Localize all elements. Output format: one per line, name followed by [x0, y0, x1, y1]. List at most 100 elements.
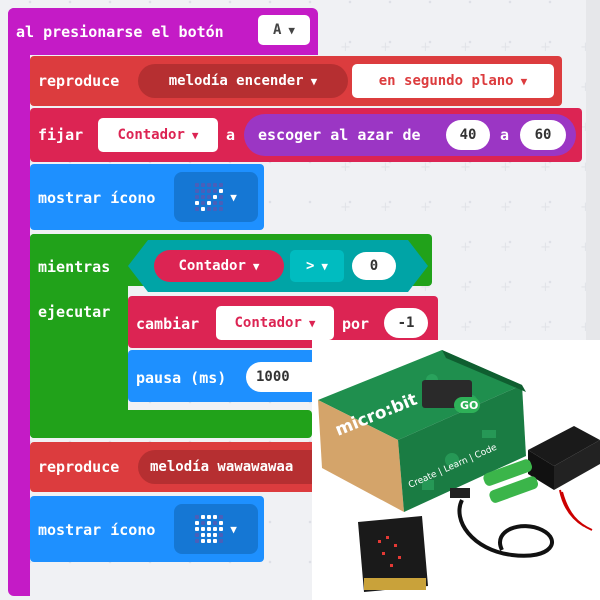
- grid-marker: +: [460, 200, 471, 215]
- chevron-down-icon: ▼: [230, 190, 237, 204]
- grid-marker: +: [580, 80, 591, 95]
- led-cell: [201, 527, 206, 531]
- pause-value: 1000: [256, 369, 290, 385]
- play-verb: reproduce: [38, 72, 120, 90]
- led-cell: [201, 195, 206, 199]
- variable-value: Contador: [117, 127, 185, 143]
- do-label: ejecutar: [38, 303, 111, 321]
- led-cell: [219, 183, 224, 187]
- led-cell: [207, 207, 212, 211]
- grid-marker: +: [540, 40, 551, 55]
- led-cell: [195, 533, 200, 537]
- vertical-scrollbar[interactable]: [586, 0, 600, 340]
- led-cell: [207, 521, 212, 525]
- play-mode-value: en segundo plano: [378, 73, 514, 89]
- led-cell: [207, 539, 212, 543]
- led-cell: [219, 195, 224, 199]
- grid-marker: +: [460, 40, 471, 55]
- event-label: al presionarse el botón: [16, 23, 224, 41]
- led-cell: [207, 183, 212, 187]
- led-cell: [219, 527, 224, 531]
- random-min-input[interactable]: 40: [446, 120, 490, 150]
- led-cell: [207, 189, 212, 193]
- chevron-down-icon: ▼: [310, 74, 318, 88]
- led-cell: [195, 201, 200, 205]
- led-cell: [207, 533, 212, 537]
- show-icon-label: mostrar ícono: [38, 189, 156, 207]
- play-mode-dropdown[interactable]: en segundo plano ▼: [352, 64, 554, 98]
- variable-dropdown[interactable]: Contador ▼: [98, 118, 218, 152]
- grid-marker: +: [460, 320, 471, 335]
- chevron-down-icon: ▼: [230, 522, 237, 536]
- change-variable-dropdown[interactable]: Contador ▼: [216, 306, 334, 340]
- operator-value: >: [305, 258, 315, 274]
- operator-dropdown[interactable]: > ▼: [290, 250, 344, 282]
- while-loop-body: [30, 234, 128, 438]
- led-cell: [213, 189, 218, 193]
- led-cell: [207, 195, 212, 199]
- led-cell: [219, 201, 224, 205]
- led-cell: [213, 539, 218, 543]
- led-cell: [195, 521, 200, 525]
- led-cell: [213, 201, 218, 205]
- chevron-down-icon: ▼: [308, 316, 316, 330]
- grid-marker: +: [540, 200, 551, 215]
- melody-dropdown-2[interactable]: melodía wawawawaa: [138, 450, 338, 484]
- change-variable-value: Contador: [234, 315, 302, 331]
- led-cell: [213, 183, 218, 187]
- change-amount-input[interactable]: -1: [384, 308, 428, 338]
- led-cell: [195, 183, 200, 187]
- grid-marker: +: [420, 160, 431, 175]
- led-cell: [207, 201, 212, 205]
- play-verb-2: reproduce: [38, 458, 120, 476]
- change-amount-value: -1: [397, 315, 415, 331]
- pause-label: pausa (ms): [136, 369, 227, 387]
- while-loop-footer: [30, 410, 312, 438]
- random-max-input[interactable]: 60: [520, 120, 566, 150]
- led-cell: [219, 207, 224, 211]
- grid-marker: +: [340, 40, 351, 55]
- led-cell: [201, 539, 206, 543]
- grid-marker: +: [340, 200, 351, 215]
- random-max-value: 60: [534, 127, 552, 143]
- change-by-label: por: [342, 315, 370, 333]
- compare-variable-value: Contador: [178, 258, 246, 274]
- grid-marker: +: [580, 320, 591, 335]
- box-edition-text: GO: [460, 399, 478, 412]
- while-label: mientras: [38, 258, 111, 276]
- led-cell: [195, 207, 200, 211]
- compare-variable-dropdown[interactable]: Contador ▼: [154, 250, 284, 282]
- chevron-down-icon: ▼: [321, 259, 329, 273]
- button-dropdown[interactable]: A ▼: [258, 15, 310, 45]
- microbit-go-product-photo: GO micro:bit Create | Learn | Code: [312, 340, 600, 600]
- led-cell: [213, 207, 218, 211]
- grid-marker: +: [460, 160, 471, 175]
- icon-dropdown-yes[interactable]: ▼: [174, 172, 258, 222]
- led-cell: [195, 515, 200, 519]
- compare-value-input[interactable]: 0: [352, 252, 396, 280]
- led-cell: [195, 539, 200, 543]
- grid-marker: +: [500, 160, 511, 175]
- led-cell: [213, 521, 218, 525]
- change-verb: cambiar: [136, 315, 200, 333]
- grid-marker: +: [420, 280, 431, 295]
- grid-marker: +: [340, 160, 351, 175]
- led-cell: [213, 515, 218, 519]
- grid-marker: +: [500, 200, 511, 215]
- grid-marker: +: [580, 280, 591, 295]
- led-cell: [201, 207, 206, 211]
- icon-dropdown-skull[interactable]: ▼: [174, 504, 258, 554]
- led-cell: [201, 183, 206, 187]
- grid-marker: +: [420, 200, 431, 215]
- grid-marker: +: [380, 160, 391, 175]
- led-cell: [195, 527, 200, 531]
- led-cell: [213, 527, 218, 531]
- compare-value: 0: [369, 258, 379, 274]
- skull-icon: [195, 515, 224, 543]
- melody-dropdown[interactable]: melodía encender ▼: [138, 64, 348, 98]
- led-cell: [201, 201, 206, 205]
- led-cell: [219, 533, 224, 537]
- led-cell: [219, 521, 224, 525]
- led-cell: [201, 189, 206, 193]
